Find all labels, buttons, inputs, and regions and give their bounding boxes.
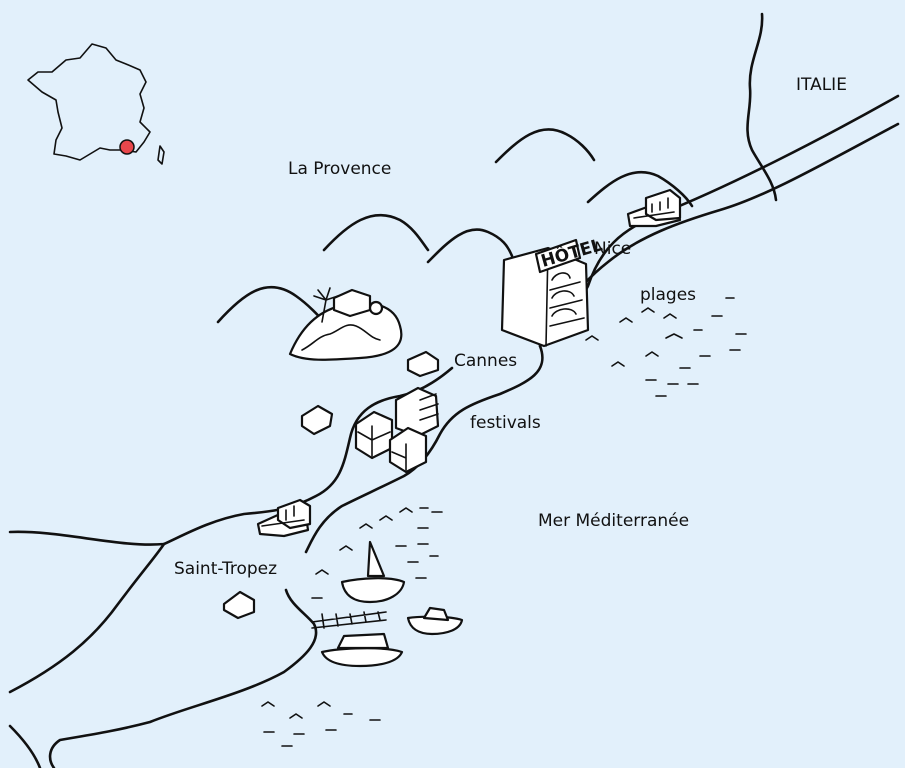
island-with-villa [288,287,403,361]
mountains [216,128,694,342]
houses [222,350,440,620]
label-cannes: Cannes [454,351,517,371]
label-nice: Nice [594,239,631,259]
label-saint-tropez: Saint-Tropez [174,559,277,579]
boats [311,540,464,668]
location-marker [119,139,135,155]
label-plages: plages [640,285,696,305]
label-italie: ITALIE [796,75,847,95]
label-festivals: festivals [470,413,541,433]
hill-village-nice [626,188,682,228]
hotel-building: HÔTEL [500,233,605,348]
france-inset-map [27,43,165,165]
waves [261,297,747,747]
cannes-buildings [354,386,440,474]
hill-village-saint-tropez [256,498,312,538]
coastline [8,94,900,768]
label-la-provence: La Provence [288,159,391,179]
italy-border [746,12,778,202]
label-mer-mediterranee: Mer Méditerranée [538,511,689,531]
